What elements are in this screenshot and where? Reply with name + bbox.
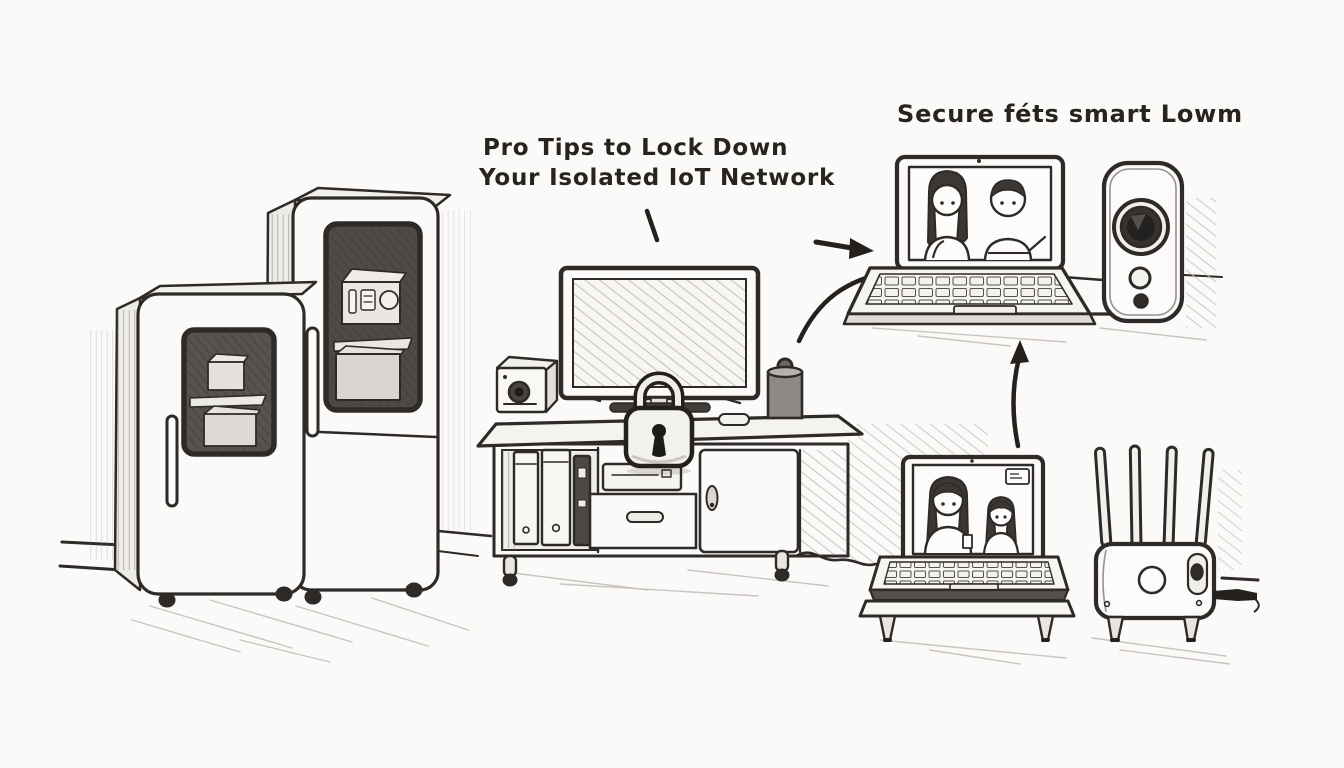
caption-main-line2: Your Isolated IoT Network <box>479 165 836 191</box>
caption-secondary: Secure féts smart Lowm <box>897 100 1243 128</box>
refrigerator-small <box>113 280 318 608</box>
smart-speaker <box>766 357 804 420</box>
binders <box>512 448 592 547</box>
floor-shadows <box>131 327 1231 665</box>
cable-laptop-to-camera <box>1061 275 1105 282</box>
power-plug <box>1213 589 1260 613</box>
video-call-woman <box>923 476 973 554</box>
router-antennas <box>1093 444 1215 548</box>
padlock <box>623 371 695 475</box>
webcam-dot-icon <box>970 459 974 463</box>
fridge-small-window <box>181 327 277 457</box>
fridge-tall-window <box>323 221 423 413</box>
caption-main-line1: Pro Tips to Lock Down <box>483 135 789 161</box>
video-call-girl <box>923 170 971 261</box>
fridge-small-handle <box>165 414 179 508</box>
remote <box>718 413 750 426</box>
laptop-stand <box>858 599 1076 643</box>
tv-stand <box>476 414 864 587</box>
fridge-tall-handle <box>305 326 320 438</box>
arrow-to-laptop <box>813 238 874 259</box>
keyhole-icon <box>652 424 666 438</box>
video-call-child <box>982 496 1020 554</box>
cabinet-door <box>698 448 800 554</box>
router <box>1093 444 1260 643</box>
caption-tick <box>644 208 660 243</box>
tv <box>558 265 761 413</box>
webcam-dot-icon <box>977 159 981 163</box>
laptop-top <box>842 154 1152 326</box>
smart-camera <box>1101 160 1185 324</box>
drawer <box>588 492 698 550</box>
pip-window <box>1005 468 1030 485</box>
arrow-up <box>1010 340 1029 449</box>
video-call-boy <box>983 179 1047 261</box>
cable-stand-to-laptop <box>794 551 878 567</box>
camera-cube <box>495 355 559 414</box>
laptop-bottom <box>858 454 1076 643</box>
